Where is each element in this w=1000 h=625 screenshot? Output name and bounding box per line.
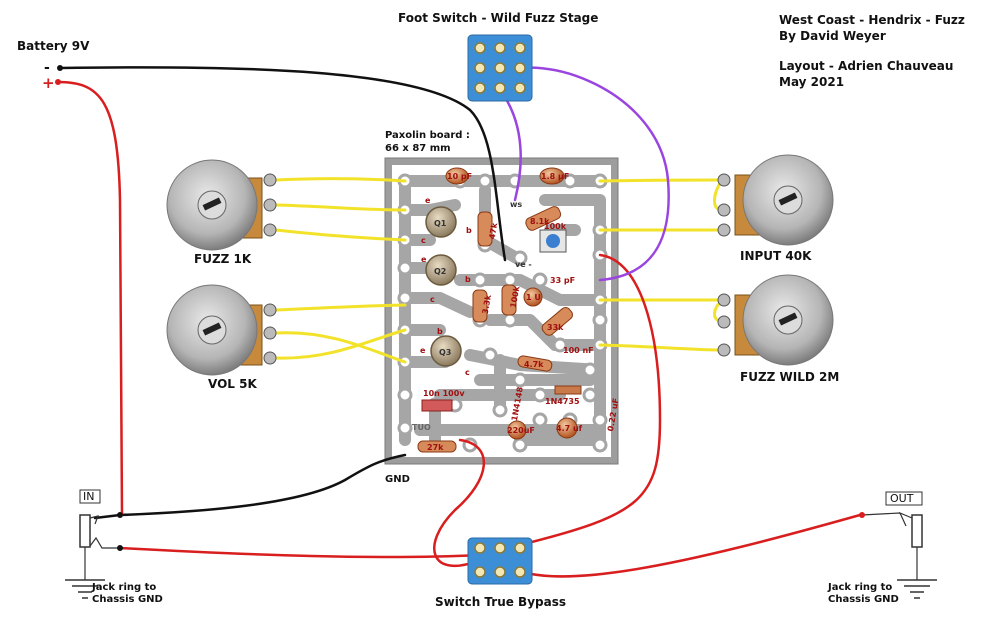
pot-fuzz[interactable] — [166, 159, 277, 251]
junction-dots — [55, 65, 865, 551]
svg-text:e: e — [421, 255, 427, 264]
svg-text:8.1k: 8.1k — [530, 217, 550, 226]
board-components: 10 pF 1.8 µF 47k 8.1k 100k 3.3k 100k 1 U… — [412, 167, 621, 453]
svg-text:b: b — [465, 275, 471, 284]
svg-text:e: e — [425, 196, 431, 205]
svg-text:33 pF: 33 pF — [550, 276, 575, 285]
svg-text:ve -: ve - — [515, 260, 532, 269]
out-ring-label-1: Jack ring to — [827, 582, 892, 593]
pin-letters: e b c e b c b e c — [420, 196, 472, 377]
transistor-q1: Q1 — [425, 206, 457, 238]
svg-text:c: c — [465, 368, 470, 377]
svg-text:c: c — [421, 236, 426, 245]
svg-text:47k: 47k — [488, 222, 500, 240]
pot-input[interactable] — [717, 154, 834, 246]
svg-text:IN: IN — [83, 490, 94, 503]
pot-vol-label: VOL 5K — [208, 377, 257, 391]
out-ring-label-2: Chassis GND — [828, 594, 899, 605]
svg-text:e: e — [420, 346, 426, 355]
input-jack[interactable]: IN — [65, 489, 120, 599]
board-label-2: 66 x 87 mm — [385, 143, 451, 154]
svg-text:27k: 27k — [427, 443, 444, 452]
switch-true-bypass[interactable] — [467, 537, 533, 585]
layout-line-1: Layout - Adrien Chauveau — [779, 59, 953, 73]
board-label-1: Paxolin board : — [385, 130, 470, 141]
pot-fuzz-wild[interactable] — [717, 274, 834, 366]
bypass-switch-label: Switch True Bypass — [435, 595, 566, 609]
svg-text:TUO: TUO — [412, 423, 431, 432]
svg-text:4.7 uf: 4.7 uf — [556, 424, 583, 433]
svg-text:10n 100v: 10n 100v — [423, 389, 465, 398]
pot-fuzz-label: FUZZ 1K — [194, 252, 252, 266]
battery-plus: + — [42, 74, 55, 92]
transistor-q3: Q3 — [430, 335, 462, 367]
pot-vol[interactable] — [166, 284, 277, 376]
svg-text:100k: 100k — [544, 222, 567, 231]
layout-line-2: May 2021 — [779, 75, 844, 89]
svg-text:4.7k: 4.7k — [524, 360, 544, 369]
svg-text:100k: 100k — [509, 285, 522, 309]
svg-text:1N4735: 1N4735 — [545, 397, 580, 406]
svg-text:1.8 µF: 1.8 µF — [541, 172, 569, 181]
foot-switch-label: Foot Switch - Wild Fuzz Stage — [398, 11, 598, 25]
gnd-label: GND — [385, 474, 410, 485]
output-jack[interactable]: OUT — [861, 491, 937, 599]
svg-text:Q1: Q1 — [434, 219, 447, 228]
svg-text:b: b — [466, 226, 472, 235]
title-line-1: West Coast - Hendrix - Fuzz — [779, 13, 965, 27]
svg-text:b: b — [437, 327, 443, 336]
pot-fuzz-wild-label: FUZZ WILD 2M — [740, 370, 839, 384]
svg-text:Q2: Q2 — [434, 267, 446, 276]
svg-text:100 nF: 100 nF — [563, 346, 594, 355]
in-ring-label-2: Chassis GND — [92, 594, 163, 605]
svg-text:c: c — [430, 295, 435, 304]
in-ring-label-1: Jack ring to — [91, 582, 156, 593]
foot-switch-wild-fuzz[interactable] — [467, 34, 533, 102]
svg-text:220uF: 220uF — [507, 426, 535, 435]
svg-text:1 U: 1 U — [526, 293, 541, 302]
pot-input-label: INPUT 40K — [740, 249, 812, 263]
svg-text:ws: ws — [510, 200, 522, 209]
title-line-2: By David Weyer — [779, 29, 886, 43]
battery-minus: - — [44, 60, 50, 76]
transistor-q2: Q2 — [425, 254, 457, 286]
svg-text:10 pF: 10 pF — [447, 172, 472, 181]
svg-text:3.3k: 3.3k — [481, 293, 493, 314]
battery-label: Battery 9V — [17, 39, 90, 53]
svg-text:OUT: OUT — [890, 492, 914, 505]
svg-text:33k: 33k — [547, 323, 564, 332]
svg-text:Q3: Q3 — [439, 348, 451, 357]
